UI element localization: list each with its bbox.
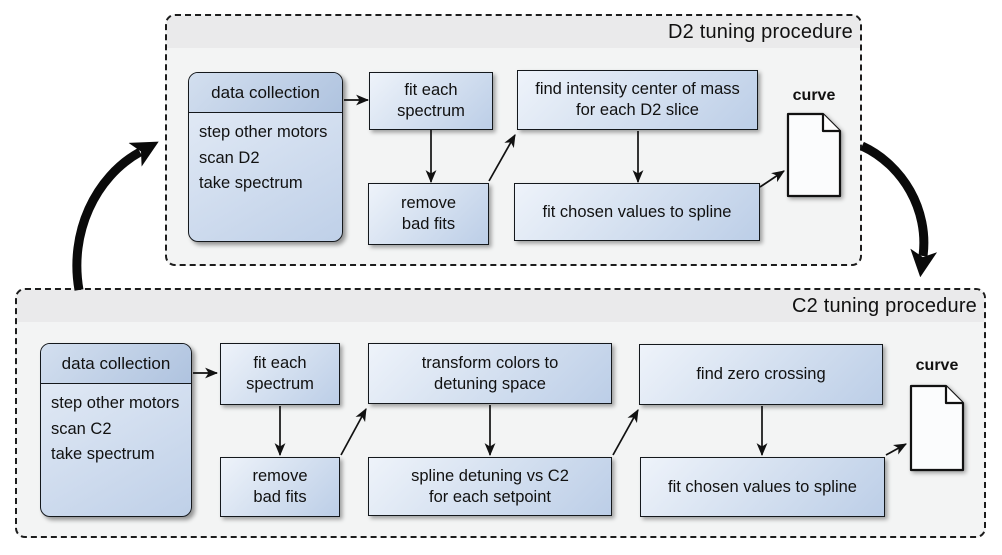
node-c2-fit-each-spectrum: fit each spectrum <box>220 343 340 405</box>
d2-panel-title: D2 tuning procedure <box>667 20 853 43</box>
node-d2-find-center-of-mass: find intensity center of mass for each D… <box>517 70 758 130</box>
c2-data-collection-body: step other motors scan C2 take spectrum <box>51 394 180 464</box>
node-d2-data-collection: data collection step other motors scan D… <box>188 72 343 242</box>
c2-data-collection-header: data collection <box>41 344 191 384</box>
d2-data-collection-header: data collection <box>189 73 342 113</box>
node-c2-fit-values-to-spline: fit chosen values to spline <box>640 457 885 517</box>
d2-panel-title-bar: D2 tuning procedure <box>167 16 860 48</box>
node-c2-remove-bad-fits: remove bad fits <box>220 457 340 517</box>
c2-panel-title: C2 tuning procedure <box>791 294 977 317</box>
d2-data-collection-body: step other motors scan D2 take spectrum <box>199 123 328 193</box>
node-c2-spline-detuning: spline detuning vs C2 for each setpoint <box>368 457 612 516</box>
c2-panel-title-bar: C2 tuning procedure <box>17 290 984 322</box>
node-c2-data-collection: data collection step other motors scan C… <box>40 343 192 517</box>
d2-curve-document-icon <box>786 112 842 198</box>
d2-curve-output-label: curve <box>792 87 836 104</box>
node-d2-remove-bad-fits: remove bad fits <box>368 183 489 245</box>
node-d2-fit-values-to-spline: fit chosen values to spline <box>514 183 760 241</box>
node-d2-fit-each-spectrum: fit each spectrum <box>369 72 493 130</box>
c2-curve-document-icon <box>909 384 965 472</box>
node-c2-transform-colors: transform colors to detuning space <box>368 343 612 404</box>
c2-curve-output-label: curve <box>915 357 959 374</box>
node-c2-find-zero-crossing: find zero crossing <box>639 344 883 405</box>
